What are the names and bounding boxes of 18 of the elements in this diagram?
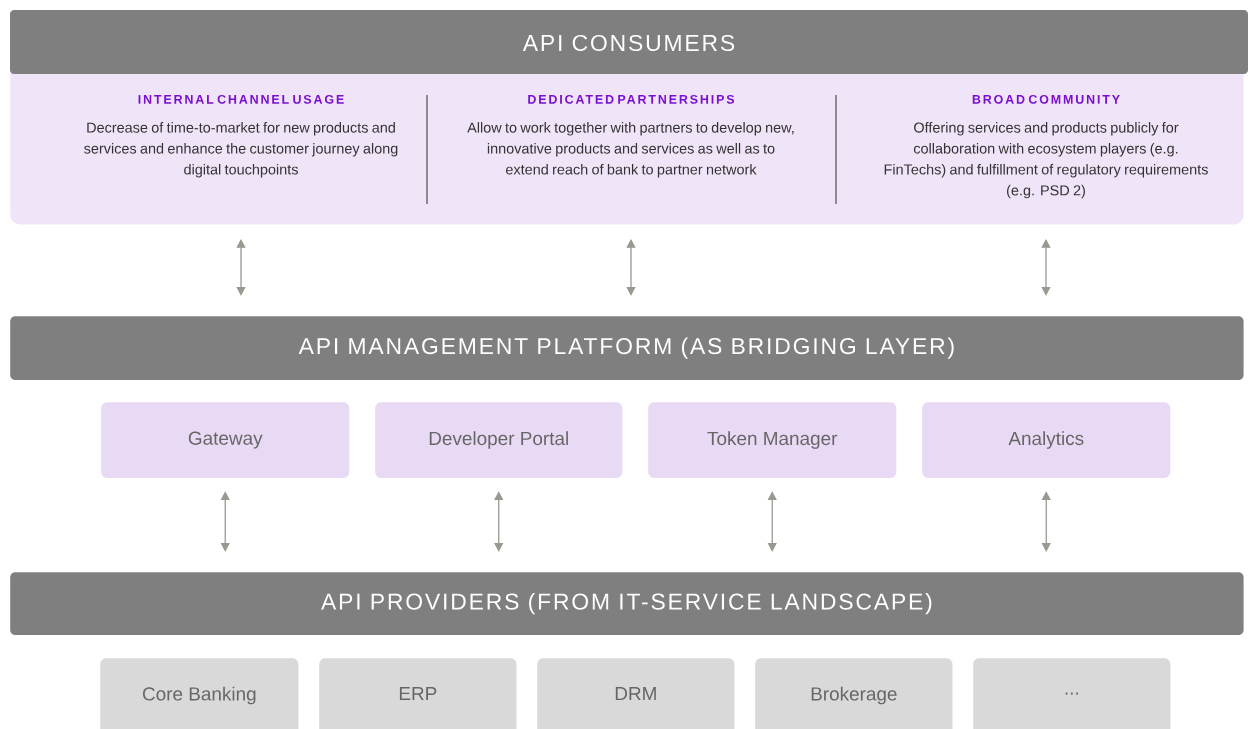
system-box: Brokerage: [755, 658, 953, 729]
double-arrow: [494, 491, 504, 552]
layer-band: API MANAGEMENT PLATFORM (AS BRIDGING LAYER): [10, 316, 1244, 380]
consumer-column: INTERNAL CHANNEL USAGE Decrease of time-to-market for new products and services and enhance the customer journey along digital touchpoints: [84, 94, 398, 178]
double-arrow: [767, 491, 777, 552]
consumer-column: DEDICATED PARTNERSHIPS Allow to work together with partners to develop new, innovative products and services as well as to extend reach of bank to partner network: [467, 94, 794, 178]
system-box: Core Banking: [100, 658, 299, 729]
double-arrow: [220, 491, 230, 552]
layer-band: API PROVIDERS (FROM IT-SERVICE LANDSCAPE): [10, 572, 1244, 635]
double-arrow: [1041, 491, 1051, 552]
component-box: Developer Portal: [375, 402, 623, 478]
component-box: Token Manager: [648, 402, 897, 478]
component-box: Analytics: [922, 402, 1171, 478]
component-box: Gateway: [101, 402, 350, 478]
consumer-column: BROAD COMMUNITY Offering services and products publicly for collaboration with ecosystem players (e.g. FinTechs) and fulfillment of regulatory requirements (e.g. PSD 2): [884, 94, 1208, 199]
system-box: ...: [973, 658, 1171, 729]
system-box: ERP: [319, 658, 517, 729]
system-box: DRM: [537, 658, 735, 729]
